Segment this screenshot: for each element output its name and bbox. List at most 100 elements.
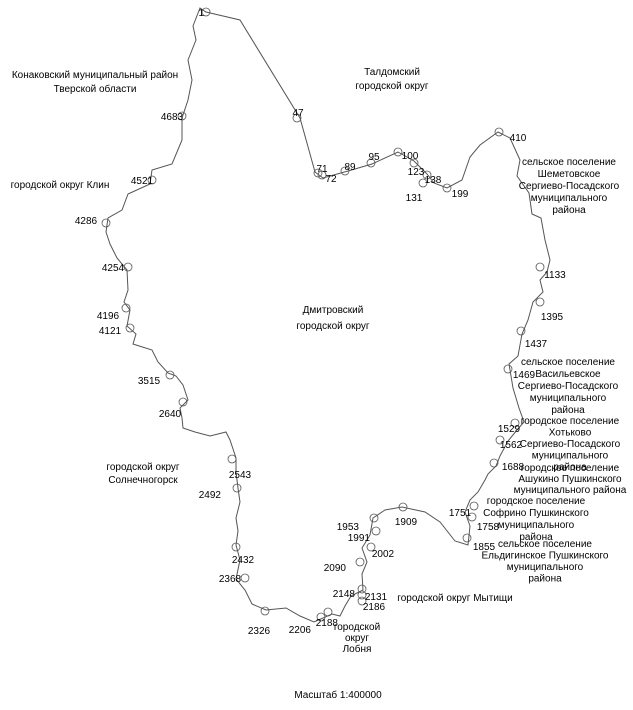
- turning-point-label: 123: [408, 167, 425, 178]
- turning-point-marker: [535, 262, 545, 272]
- turning-point-marker: [125, 323, 135, 333]
- region-label-line: Софрино Пушкинского: [483, 507, 589, 519]
- region-label-line: муниципального: [530, 393, 607, 404]
- turning-point-marker: [494, 127, 504, 137]
- turning-point-marker: [535, 297, 545, 307]
- turning-point-label: 410: [510, 133, 527, 144]
- turning-point-label: 2206: [289, 625, 312, 636]
- region-label-line: Конаковский муниципальный район: [12, 70, 178, 81]
- turning-point-label: 2432: [232, 555, 255, 566]
- turning-point-marker: [323, 607, 333, 617]
- region-label-line: городской: [334, 622, 380, 633]
- turning-point-marker: [409, 158, 419, 168]
- region-label: городской округ Мытищи: [397, 593, 512, 604]
- turning-point-label: 131: [406, 193, 423, 204]
- turning-point-marker: [240, 573, 250, 583]
- region-label-line: Ашукино Пушкинского: [518, 474, 622, 485]
- turning-point-label: 89: [344, 162, 356, 173]
- turning-point-marker: [123, 262, 133, 272]
- region-label-line: муниципального района: [514, 485, 627, 496]
- region-label-line: городское поселение: [521, 416, 620, 427]
- turning-point-marker: [369, 513, 379, 523]
- turning-point-label: 1688: [502, 462, 525, 473]
- region-label-line: Тверской области: [54, 83, 137, 95]
- region-label-line: городской округ: [296, 321, 370, 332]
- turning-point-marker: [357, 584, 367, 594]
- turning-point-label: 2326: [248, 626, 271, 637]
- turning-point-label: 1751: [449, 508, 472, 519]
- turning-point-marker: [495, 435, 505, 445]
- region-label-line: района: [551, 405, 585, 416]
- turning-point-label: 138: [425, 175, 442, 186]
- turning-point-label: 2492: [199, 490, 222, 501]
- turning-point-label: 1469: [513, 370, 536, 381]
- turning-point-marker: [467, 512, 477, 522]
- turning-point-label: 2543: [229, 470, 252, 481]
- region-label-line: Лобня: [343, 643, 372, 655]
- turning-point-marker: [366, 542, 376, 552]
- turning-point-label: 95: [368, 152, 380, 163]
- turning-point-marker: [442, 183, 452, 193]
- turning-point-marker: [418, 178, 428, 188]
- region-label-line: Дмитровский: [303, 305, 364, 316]
- turning-point-marker: [516, 326, 526, 336]
- turning-point-marker: [121, 303, 131, 313]
- region-label-line: Сергиево-Посадского: [519, 181, 620, 192]
- turning-point-marker: [340, 166, 350, 176]
- region-label-line: района: [528, 574, 562, 585]
- region-label-line: муниципального: [498, 520, 575, 531]
- region-label-line: Талдомский: [364, 67, 420, 78]
- turning-point-label: 2002: [372, 549, 395, 560]
- turning-point-marker: [422, 170, 432, 180]
- turning-point-label: 71: [316, 164, 328, 175]
- turning-point-label: 3515: [138, 376, 161, 387]
- region-label-line: городской округ Клин: [11, 180, 110, 191]
- turning-point-label: 2188: [316, 618, 339, 629]
- turning-point-marker: [316, 612, 326, 622]
- region-label-line: муниципального: [531, 193, 608, 204]
- turning-point-marker: [165, 370, 175, 380]
- region-label-line: муниципального: [532, 451, 609, 462]
- region-label-line: городской округ: [355, 81, 429, 92]
- turning-point-marker: [503, 364, 513, 374]
- region-label-line: Шеметовское: [538, 169, 601, 180]
- turning-point-marker: [177, 111, 187, 121]
- region-label: городской округ Клин: [11, 180, 110, 191]
- turning-point-label: 4521: [131, 176, 154, 187]
- region-label-line: Сергиево-Посадского: [520, 439, 621, 450]
- turning-point-marker: [393, 147, 403, 157]
- region-label-line: муниципального: [507, 562, 584, 573]
- region-label-line: городской округ: [106, 462, 180, 473]
- turning-point-label: 47: [292, 108, 304, 119]
- turning-point-marker: [147, 175, 157, 185]
- region-label-line: городское поселение: [521, 463, 620, 474]
- turning-point-label: 100: [402, 151, 419, 162]
- turning-point-marker: [232, 483, 242, 493]
- turning-point-marker: [231, 542, 241, 552]
- turning-point-marker: [313, 168, 323, 178]
- turning-point-label: 1909: [395, 517, 418, 528]
- region-label-line: Солнечногорск: [108, 475, 178, 486]
- region-label-line: сельское поселение: [521, 357, 615, 368]
- turning-point-label: 199: [452, 189, 469, 200]
- turning-point-label: 1529: [498, 424, 521, 435]
- region-label-line: Васильевское: [535, 369, 601, 380]
- turning-point-marker: [398, 502, 408, 512]
- turning-point-label: 4196: [97, 311, 120, 322]
- turning-point-label: 1395: [541, 312, 564, 323]
- turning-point-label: 2090: [324, 563, 347, 574]
- turning-point-label: 1991: [348, 533, 371, 544]
- turning-point-label: 2186: [363, 602, 386, 613]
- turning-point-label: 4683: [161, 112, 184, 123]
- turning-point-marker: [260, 606, 270, 616]
- region-label-line: Сергиево-Посадского: [518, 381, 619, 392]
- turning-point-marker: [178, 397, 188, 407]
